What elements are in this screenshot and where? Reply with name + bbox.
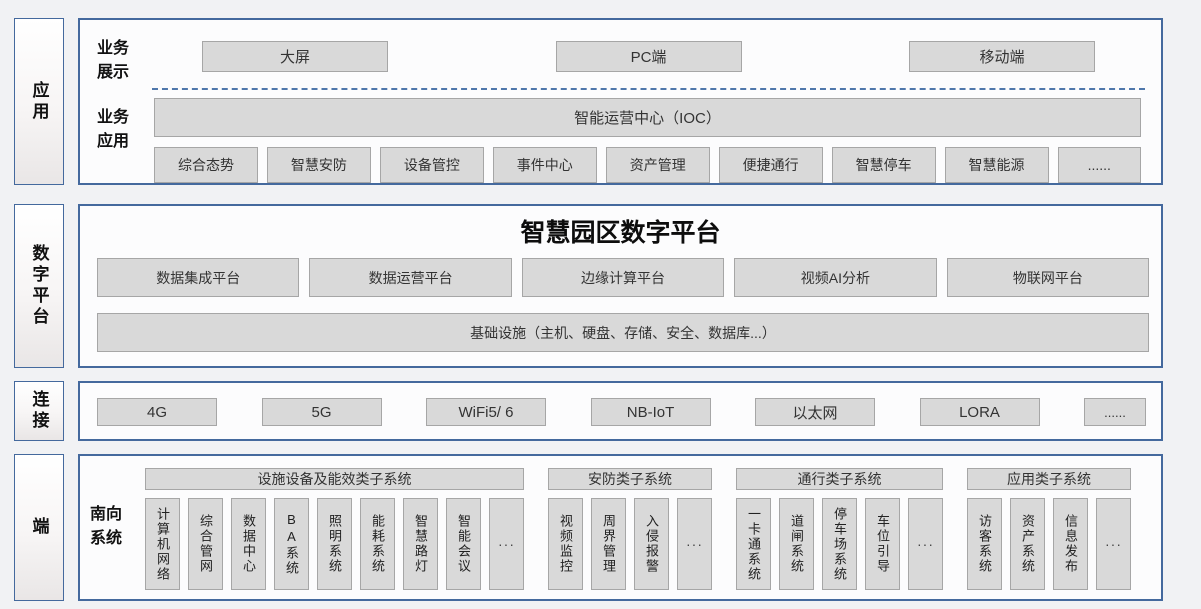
app-module-box: 综合态势	[154, 147, 258, 183]
digital-platform-panel: 智慧园区数字平台 数据集成平台 数据运营平台 边缘计算平台 视频AI分析 物联网…	[78, 204, 1163, 368]
subsystem-group-security: 安防类子系统 视频监控 周界管理 入侵报警 ···	[548, 468, 712, 590]
subsystem-groups-row: 设施设备及能效类子系统 计算机网络 综合管网 数据中心 BA系统 照明系统 能耗…	[145, 468, 1149, 590]
subsystem-box: 周界管理	[591, 498, 626, 590]
app-module-box: 智慧安防	[266, 147, 371, 183]
layer-label-application: 应用	[14, 18, 64, 185]
platform-box: 边缘计算平台	[521, 258, 725, 297]
southbound-systems-label: 南向系统	[90, 506, 123, 547]
subsystem-box: 能耗系统	[360, 498, 395, 590]
layer-label-digital-platform: 数字平台	[14, 204, 64, 368]
layer-label-application-text: 应用	[29, 80, 49, 123]
subsystem-box: 入侵报警	[634, 498, 669, 590]
subsystem-box: 停车场系统	[822, 498, 857, 590]
subsystem-group-passage: 通行类子系统 一卡通系统 道闸系统 停车场系统 车位引导 ···	[736, 468, 943, 590]
layer-label-connection-text: 连接	[29, 390, 49, 432]
subsystem-box: 综合管网	[188, 498, 223, 590]
subsystem-group-passage-items: 一卡通系统 道闸系统 停车场系统 车位引导 ···	[736, 498, 943, 590]
subsystem-box: 智能会议	[446, 498, 481, 590]
business-application-row: 综合态势 智慧安防 设备管控 事件中心 资产管理 便捷通行 智慧停车 智慧能源 …	[154, 147, 1142, 183]
display-channel-pc: PC端	[555, 41, 742, 72]
subsystem-box: 道闸系统	[779, 498, 814, 590]
app-module-box: 智慧停车	[831, 147, 936, 183]
business-application-label: 业务应用	[97, 109, 130, 150]
subsystem-more-box: ···	[1096, 498, 1131, 590]
subsystem-group-application: 应用类子系统 访客系统 资产系统 信息发布 ···	[967, 468, 1131, 590]
platform-boxes-row: 数据集成平台 数据运营平台 边缘计算平台 视频AI分析 物联网平台	[97, 258, 1150, 297]
subsystem-more-box: ···	[677, 498, 712, 590]
subsystem-box: 数据中心	[231, 498, 266, 590]
subsystem-more-box: ···	[908, 498, 943, 590]
subsystem-box: 计算机网络	[145, 498, 180, 590]
app-module-box: 资产管理	[605, 147, 710, 183]
subsystem-box: 资产系统	[1010, 498, 1045, 590]
layer-label-connection: 连接	[14, 381, 64, 441]
subsystem-group-application-items: 访客系统 资产系统 信息发布 ···	[967, 498, 1131, 590]
layer-label-digital-platform-text: 数字平台	[29, 244, 49, 328]
platform-box: 数据集成平台	[97, 258, 300, 297]
connection-boxes-row: 4G 5G WiFi5/ 6 NB-IoT 以太网 LORA ......	[97, 398, 1146, 426]
subsystem-box: 车位引导	[865, 498, 900, 590]
connection-box: 5G	[261, 398, 382, 426]
connection-box: WiFi5/ 6	[426, 398, 546, 426]
app-module-box: 事件中心	[492, 147, 597, 183]
edge-layer-panel: 南向系统 设施设备及能效类子系统 计算机网络 综合管网 数据中心 BA系统 照明…	[78, 454, 1163, 601]
platform-box: 物联网平台	[946, 258, 1150, 297]
connection-box: LORA	[919, 398, 1040, 426]
subsystem-group-security-items: 视频监控 周界管理 入侵报警 ···	[548, 498, 712, 590]
subsystem-group-passage-header: 通行类子系统	[736, 468, 943, 490]
app-module-box: 智慧能源	[944, 147, 1049, 183]
display-channel-mobile: 移动端	[909, 41, 1095, 72]
display-channel-big-screen: 大屏	[202, 41, 388, 72]
subsystem-more-box: ···	[489, 498, 524, 590]
application-layer-panel: 业务展示 大屏 PC端 移动端 业务应用 智能运营中心（IOC） 综合态势 智慧…	[78, 18, 1163, 185]
infrastructure-bar: 基础设施（主机、硬盘、存储、安全、数据库...）	[97, 313, 1149, 352]
subsystem-box: 一卡通系统	[736, 498, 771, 590]
subsystem-box: 视频监控	[548, 498, 583, 590]
subsystem-group-facility-header: 设施设备及能效类子系统	[145, 468, 524, 490]
business-display-label: 业务展示	[97, 40, 130, 81]
subsystem-group-security-header: 安防类子系统	[548, 468, 712, 490]
layer-label-edge: 端	[14, 454, 64, 601]
platform-box: 数据运营平台	[309, 258, 512, 297]
subsystem-box: 照明系统	[317, 498, 352, 590]
app-module-box: 便捷通行	[718, 147, 823, 183]
subsystem-box: BA系统	[274, 498, 309, 590]
app-module-box: 设备管控	[379, 147, 484, 183]
digital-platform-title: 智慧园区数字平台	[520, 219, 721, 247]
subsystem-group-facility-items: 计算机网络 综合管网 数据中心 BA系统 照明系统 能耗系统 智慧路灯 智能会议…	[145, 498, 524, 590]
connection-box: 以太网	[755, 398, 875, 426]
connection-box: NB-IoT	[590, 398, 711, 426]
subsystem-group-facility: 设施设备及能效类子系统 计算机网络 综合管网 数据中心 BA系统 照明系统 能耗…	[145, 468, 524, 590]
subsystem-box: 访客系统	[967, 498, 1002, 590]
layer-label-edge-text: 端	[29, 517, 49, 538]
subsystem-box: 信息发布	[1053, 498, 1088, 590]
ioc-center-bar: 智能运营中心（IOC）	[154, 98, 1141, 137]
subsystem-box: 智慧路灯	[403, 498, 438, 590]
connection-box: 4G	[97, 398, 217, 426]
app-module-more-box: ......	[1057, 147, 1142, 183]
platform-box: 视频AI分析	[734, 258, 937, 297]
business-display-row: 大屏 PC端 移动端	[202, 41, 1095, 72]
connection-more-box: ......	[1084, 398, 1146, 426]
connection-layer-panel: 4G 5G WiFi5/ 6 NB-IoT 以太网 LORA ......	[78, 381, 1163, 441]
dashed-divider-line	[152, 88, 1145, 90]
subsystem-group-application-header: 应用类子系统	[967, 468, 1131, 490]
